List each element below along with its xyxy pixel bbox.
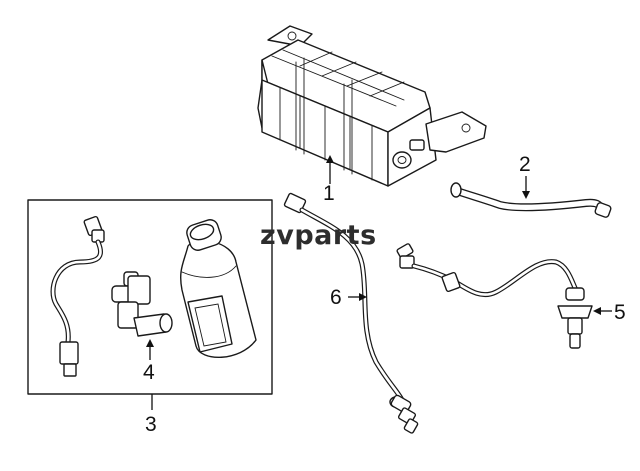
callout-5: 5 [614, 301, 626, 324]
callout-4: 4 [143, 361, 155, 384]
watermark-logo: zvparts [260, 220, 377, 251]
callout-2: 2 [519, 153, 531, 176]
part-5-oxygen-sensor[interactable] [396, 243, 612, 349]
part-1-charcoal-canister[interactable] [257, 25, 487, 187]
part-2-vapor-hose[interactable] [450, 176, 612, 218]
callout-6: 6 [330, 286, 342, 309]
svg-text:zvparts: zvparts [260, 220, 377, 251]
part-3-vapor-filter[interactable] [179, 218, 257, 358]
part-6-oxygen-sensor[interactable] [283, 192, 419, 434]
callout-1: 1 [323, 182, 335, 205]
part-3-wiring-harness[interactable] [50, 215, 105, 377]
callout-3: 3 [145, 413, 157, 436]
part-4-purge-valve[interactable] [111, 271, 173, 360]
